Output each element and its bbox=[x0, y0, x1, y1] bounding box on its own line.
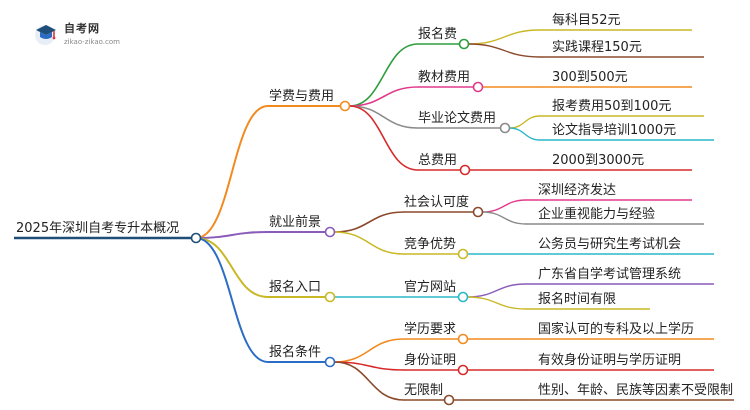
branch-node bbox=[339, 100, 351, 112]
branch-connector bbox=[195, 237, 269, 298]
leaf-label: 深圳经济发达 bbox=[538, 182, 616, 198]
logo-url: zikao-zikao.com bbox=[64, 38, 120, 46]
child-label: 报名费 bbox=[418, 26, 457, 42]
leaf-label: 广东省自学考试管理系统 bbox=[538, 266, 681, 282]
child-label: 官方网站 bbox=[404, 279, 456, 295]
child-connector bbox=[333, 361, 405, 401]
leaf-connector bbox=[467, 43, 541, 58]
child-node bbox=[459, 164, 471, 176]
leaf-connector bbox=[481, 199, 527, 213]
child-node bbox=[472, 206, 484, 218]
logo-title: 自考网 bbox=[64, 22, 100, 35]
child-label: 学历要求 bbox=[404, 321, 456, 337]
child-label: 教材费用 bbox=[418, 69, 470, 85]
child-node bbox=[458, 38, 470, 50]
leaf-label: 企业重视能力与经验 bbox=[538, 206, 655, 222]
child-connector bbox=[348, 105, 419, 171]
branch-label: 报名条件 bbox=[269, 344, 321, 360]
branch-connector bbox=[195, 231, 269, 239]
branch-label: 报名入口 bbox=[269, 279, 321, 295]
leaf-label: 实践课程150元 bbox=[552, 40, 642, 55]
child-connector bbox=[333, 338, 405, 363]
branch-label: 学费与费用 bbox=[269, 88, 334, 104]
leaf-connector bbox=[508, 115, 541, 129]
leaf-label: 论文指导培训1000元 bbox=[552, 122, 676, 138]
root-node bbox=[190, 232, 202, 244]
child-node bbox=[499, 122, 511, 134]
child-connector bbox=[333, 231, 405, 255]
graduation-cap-icon bbox=[35, 25, 56, 45]
child-label: 竞争优势 bbox=[404, 236, 456, 252]
root-label: 2025年深圳自考专升本概况 bbox=[16, 221, 179, 236]
leaf-label: 300到500元 bbox=[552, 70, 628, 85]
leaf-label: 性别、年龄、民族等因素不受限制 bbox=[538, 382, 733, 398]
child-connector bbox=[333, 211, 405, 233]
branch-connector bbox=[195, 237, 269, 363]
child-label: 无限制 bbox=[404, 383, 443, 398]
branch-connector bbox=[195, 105, 269, 239]
leaf-label: 有效身份证明与学历证明 bbox=[538, 352, 681, 368]
child-label: 总费用 bbox=[418, 153, 457, 168]
leaf-connector bbox=[467, 29, 541, 45]
logo: 自考网 zikao-zikao.com bbox=[32, 18, 142, 52]
child-connector bbox=[348, 105, 419, 129]
leaf-label: 报考费用50到100元 bbox=[552, 99, 671, 114]
leaf-connector bbox=[508, 127, 541, 141]
leaf-label: 报名时间有限 bbox=[538, 291, 616, 307]
child-label: 毕业论文费用 bbox=[418, 111, 496, 126]
child-connector bbox=[348, 43, 419, 107]
child-node bbox=[457, 248, 469, 260]
child-node bbox=[457, 364, 469, 376]
leaf-label: 每科目52元 bbox=[552, 12, 621, 28]
child-label: 社会认可度 bbox=[404, 194, 469, 210]
child-connector bbox=[348, 86, 419, 107]
leaf-connector bbox=[481, 211, 527, 225]
branch-node bbox=[324, 291, 336, 303]
branch-node bbox=[324, 356, 336, 368]
child-node bbox=[472, 81, 484, 93]
leaf-connector bbox=[466, 283, 527, 298]
child-node bbox=[443, 394, 455, 406]
leaf-label: 2000到3000元 bbox=[552, 153, 644, 168]
leaf-label: 国家认可的专科及以上学历 bbox=[538, 321, 694, 337]
leaf-label: 公务员与研究生考试机会 bbox=[538, 236, 681, 252]
branch-node bbox=[324, 226, 336, 238]
leaf-connector bbox=[466, 296, 527, 310]
child-node bbox=[457, 291, 469, 303]
child-node bbox=[457, 333, 469, 345]
branch-label: 就业前景 bbox=[269, 214, 321, 230]
child-label: 身份证明 bbox=[404, 352, 456, 368]
